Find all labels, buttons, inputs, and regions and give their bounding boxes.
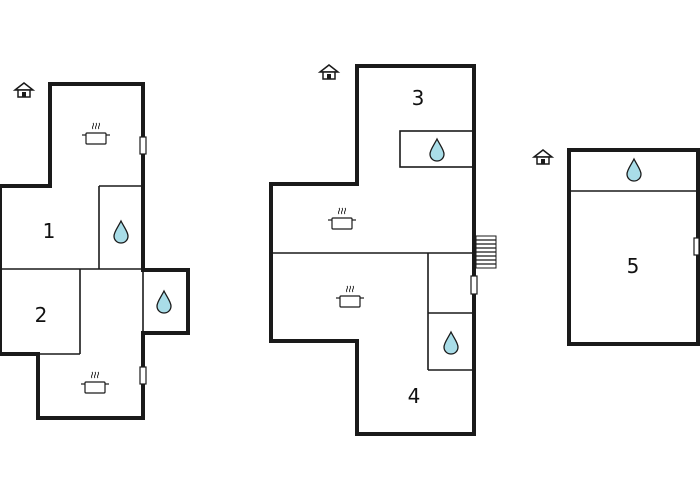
- window-icon: [139, 366, 147, 385]
- building-left: 1 2: [0, 82, 190, 420]
- building-middle: 3 4: [269, 64, 497, 436]
- room-label-4: 4: [408, 384, 421, 408]
- window-icon: [470, 275, 478, 295]
- room-label-1: 1: [43, 219, 56, 243]
- cooking-pot-icon: [327, 207, 357, 230]
- cooking-pot-icon: [335, 285, 365, 308]
- cooking-pot-icon: [81, 122, 111, 145]
- house-entrance-icon: [319, 64, 339, 80]
- room-label-3: 3: [412, 86, 425, 110]
- house-entrance-icon: [14, 82, 34, 98]
- water-drop-icon: [626, 158, 642, 182]
- house-entrance-icon: [533, 149, 553, 165]
- room-label-2: 2: [35, 303, 48, 327]
- water-drop-icon: [443, 331, 459, 355]
- building-right: 5: [533, 148, 700, 346]
- room-label-5: 5: [627, 254, 640, 278]
- water-drop-icon: [113, 220, 129, 244]
- water-drop-icon: [429, 138, 445, 162]
- window-icon: [693, 237, 700, 256]
- cooking-pot-icon: [80, 371, 110, 394]
- window-icon: [139, 136, 147, 155]
- stairs-icon: [475, 235, 497, 269]
- water-drop-icon: [156, 290, 172, 314]
